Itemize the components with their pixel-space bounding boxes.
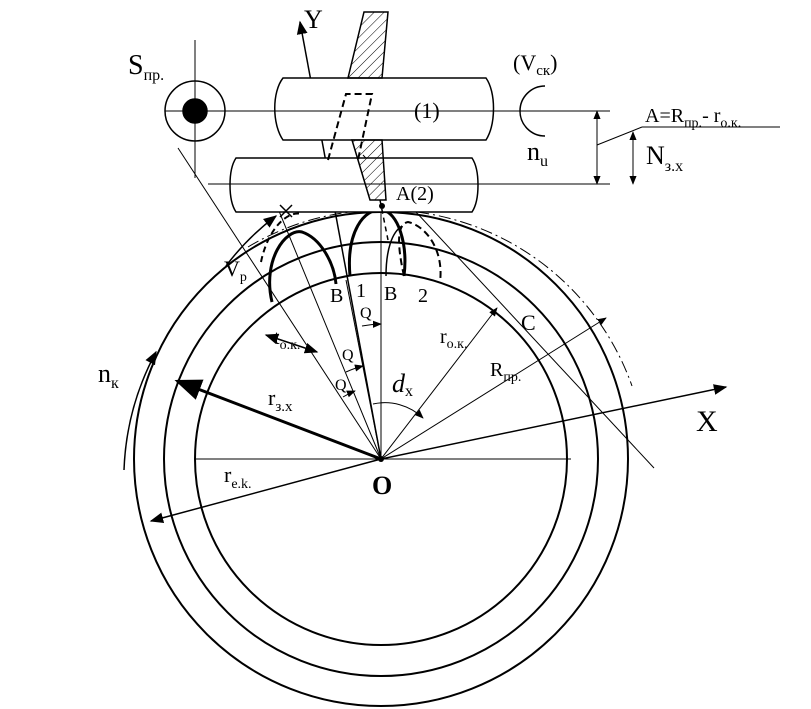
r-ok-arrow — [380, 307, 498, 460]
labels: Y X O Sпр. (Vск) (1) A=Rпр.- rо.к. nu Nз… — [98, 5, 741, 500]
one-label: 1 — [356, 280, 366, 302]
tooth-profile-left — [268, 230, 338, 303]
t-ok-label: tо.к. — [274, 327, 300, 353]
r-pr-label: Rпр. — [490, 359, 521, 385]
point-a — [379, 203, 385, 209]
r-z-arrow — [174, 379, 382, 461]
dashed-cutter — [327, 93, 374, 161]
q-mid-label: Q — [342, 347, 354, 364]
formula-leader — [596, 126, 643, 146]
workpiece-body-2 — [229, 157, 479, 213]
r-e-label: re.k. — [224, 462, 252, 492]
radius-arrows — [149, 307, 607, 524]
r-z-label: rз.х — [268, 385, 293, 415]
q-top-label: Q — [360, 305, 372, 322]
r-pr-arrow — [380, 317, 607, 460]
q-arc-top — [361, 320, 382, 328]
d-arc — [372, 402, 424, 419]
top-mechanism — [164, 11, 780, 241]
r-e-arrow — [149, 458, 382, 524]
dashed-cutter-stem — [379, 199, 389, 241]
formula-label: A=Rпр.- rо.к. — [645, 105, 741, 131]
angle-arcs — [342, 320, 424, 419]
part1-label: (1) — [414, 98, 440, 123]
q-arc-low — [342, 390, 356, 398]
b-left-label: B — [330, 285, 343, 307]
n-k-label: nк — [98, 359, 119, 392]
diagonal-line-left — [177, 147, 382, 460]
rotation-arrow-vp — [225, 215, 278, 267]
q-low-label: Q — [335, 377, 347, 394]
rotation-arrow-nk — [123, 350, 157, 471]
a2-label: A(2) — [396, 183, 434, 205]
vp-label: Vр — [224, 256, 247, 285]
c-label: C — [521, 310, 536, 335]
b-right-label: B — [384, 283, 397, 305]
tooth-profile-dashed-right — [398, 220, 442, 283]
hatched-blade-top — [347, 11, 389, 79]
q-arc-mid — [345, 364, 364, 373]
d-x-label: dx — [392, 369, 413, 400]
r-ok-label: rо.к. — [440, 326, 467, 352]
x-axis-label: X — [696, 405, 718, 438]
x-axis — [380, 384, 728, 460]
y-axis-label: Y — [304, 5, 323, 34]
v-ck-label: (Vск) — [513, 50, 558, 79]
n-u-label: nu — [527, 137, 548, 170]
tooth-profile-thin — [385, 225, 403, 277]
point-origin — [378, 456, 384, 462]
two-label: 2 — [418, 285, 428, 307]
tooth-profile-left-dashed — [260, 212, 303, 263]
tool-body-1 — [274, 77, 495, 141]
tooth-profiles — [260, 208, 442, 303]
t-ok-arrow — [264, 333, 319, 354]
hatched-blade-bottom — [350, 139, 387, 201]
cross-mark-b — [279, 204, 293, 218]
origin-label: O — [372, 471, 392, 500]
n-z-label: Nз.х — [646, 141, 683, 175]
s-pr-label: Sпр. — [128, 50, 164, 84]
